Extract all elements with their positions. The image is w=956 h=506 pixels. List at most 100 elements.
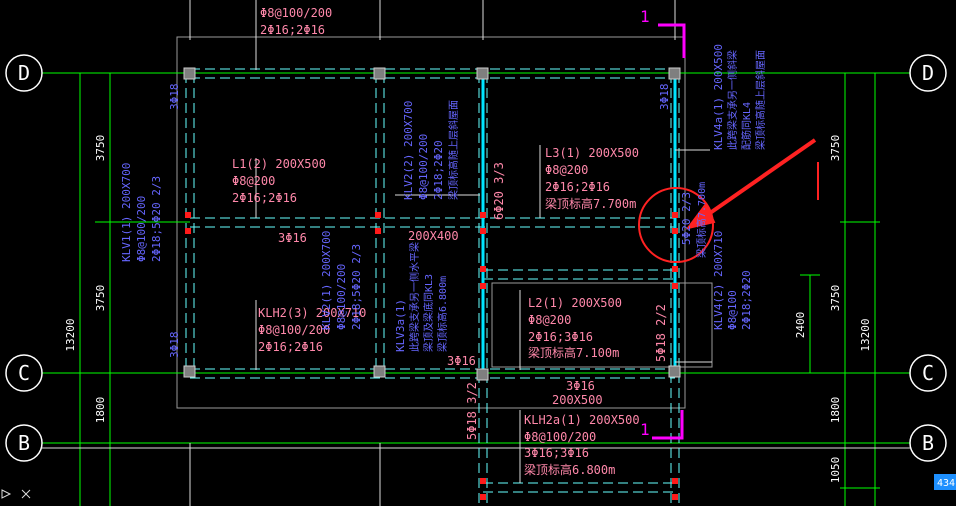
beam-label: KLV4(2) 200X710 bbox=[712, 231, 725, 330]
axis-label: D bbox=[922, 61, 934, 85]
pink-labels: Φ8@100/200 2Φ16;2Φ16 L1(2) 200X500 Φ8@20… bbox=[232, 6, 640, 477]
beam-label: KLV1(1) 200X700 bbox=[120, 163, 133, 262]
column-c2 bbox=[373, 365, 386, 378]
support-markers bbox=[185, 212, 678, 500]
beam-label: 3Φ16 bbox=[566, 379, 595, 393]
marker bbox=[672, 228, 678, 234]
beam-label: 梁顶标高随上层斜屋面 bbox=[447, 100, 460, 200]
beam-label: 梁顶标高6.800m bbox=[436, 276, 449, 352]
marker bbox=[672, 478, 678, 484]
column-d3 bbox=[476, 67, 489, 80]
beam-label: Φ8@200 bbox=[545, 163, 588, 177]
leader-lines bbox=[255, 0, 712, 483]
beam-label: Φ8@100 bbox=[726, 290, 739, 330]
dim-text: 2400 bbox=[794, 312, 807, 339]
blue-rotated-labels: KLV1(1) 200X700 Φ8@100/200 2Φ18;5Φ20 2/3… bbox=[120, 44, 767, 358]
beam-label: 5Φ20 2/3 bbox=[680, 192, 693, 245]
axis-label: C bbox=[922, 361, 934, 385]
marker bbox=[672, 266, 678, 272]
beam-label: 3Φ18 bbox=[168, 84, 181, 111]
beam-label: 3Φ16 bbox=[447, 354, 476, 368]
highlight-circle bbox=[638, 187, 714, 263]
beam-label: 2Φ18;5Φ20 2/3 bbox=[350, 244, 363, 330]
beam-label: 3Φ18 bbox=[168, 332, 181, 359]
dim-text: 13200 bbox=[859, 318, 872, 351]
axis-label: B bbox=[922, 431, 934, 455]
beam-label: 200X500 bbox=[552, 393, 603, 407]
beams bbox=[185, 68, 680, 506]
axis-bubble-d-right bbox=[909, 54, 947, 92]
axis-bubble-b-right bbox=[909, 424, 947, 462]
stair-outline bbox=[491, 282, 713, 368]
ucs-arrow-icon bbox=[1, 489, 12, 499]
column-c3 bbox=[476, 368, 489, 381]
beam-label: Φ8@200 bbox=[232, 174, 275, 188]
column-d4 bbox=[668, 67, 681, 80]
columns bbox=[183, 67, 681, 381]
section-mark-top bbox=[658, 23, 686, 58]
beam-label: 此跨梁支承另一侧斜梁 bbox=[726, 50, 739, 150]
beam-label: KLH2a(1) 200X500 bbox=[524, 413, 640, 427]
marker bbox=[672, 212, 678, 218]
beam-label: 梁顶标高7.700m bbox=[545, 196, 636, 211]
section-numbers: 1 1 bbox=[640, 7, 650, 439]
marker bbox=[375, 228, 381, 234]
axis-lines bbox=[40, 0, 912, 506]
beam-label: 3Φ16 bbox=[278, 231, 307, 245]
beam-label: 3Φ18 bbox=[658, 84, 671, 111]
beam-label: 此跨梁支承另一侧水平梁 bbox=[408, 242, 421, 352]
beam-label: 3Φ16;3Φ16 bbox=[524, 446, 589, 460]
beam-label: L3(1) 200X500 bbox=[545, 146, 639, 160]
beam-label: 5Φ18 3/2 bbox=[465, 382, 479, 440]
dim-text: 1800 bbox=[829, 397, 842, 424]
beam-label: 梁顶及梁底同KL3 bbox=[422, 274, 435, 352]
beam-label: 5Φ18 2/2 bbox=[654, 304, 668, 362]
dim-text: 13200 bbox=[64, 318, 77, 351]
beam-label: Φ8@100/200 bbox=[258, 323, 330, 337]
beam-label: 梁顶标高7.100m bbox=[528, 345, 619, 360]
beam-centerlines bbox=[481, 78, 677, 373]
beam-label: 2Φ16;2Φ16 bbox=[232, 191, 297, 205]
beam-label: 2Φ18;2Φ20 bbox=[740, 270, 753, 330]
marker bbox=[375, 212, 381, 218]
axis-bubble-c-right bbox=[909, 354, 947, 392]
status-box[interactable] bbox=[934, 474, 956, 490]
axis-label: B bbox=[18, 431, 30, 455]
beam-label: 2Φ18;2Φ20 bbox=[432, 140, 445, 200]
beam-label: KLV3a(1) bbox=[394, 299, 407, 352]
beam-label: 梁顶标高7.700m bbox=[695, 182, 708, 258]
beam-label: 2Φ16;2Φ16 bbox=[258, 340, 323, 354]
section-mark-bottom bbox=[652, 410, 684, 440]
dim-text: 1800 bbox=[94, 397, 107, 424]
marker bbox=[480, 478, 486, 484]
dimension-texts: 3750 3750 13200 1800 3750 3750 13200 180… bbox=[64, 135, 872, 484]
axis-label: C bbox=[18, 361, 30, 385]
beam-label: L2(1) 200X500 bbox=[528, 296, 622, 310]
beam-label: 配筋同KL4 bbox=[740, 102, 753, 150]
status-box-text: 434 bbox=[937, 478, 955, 489]
axis-bubble-c-left bbox=[5, 354, 43, 392]
marker bbox=[672, 494, 678, 500]
beam-label: 6Φ20 3/3 bbox=[492, 162, 506, 220]
beam-label: KLV4a(1) 200X500 bbox=[712, 44, 725, 150]
beam-label: Φ8@100/200 bbox=[524, 430, 596, 444]
axis-label: D bbox=[18, 61, 30, 85]
dim-text: 3750 bbox=[829, 285, 842, 312]
beam-label: 梁顶标高随上层斜屋面 bbox=[754, 50, 767, 150]
dim-text: 3750 bbox=[94, 285, 107, 312]
grid-lines bbox=[40, 72, 912, 506]
beam-label: 200X400 bbox=[408, 229, 459, 243]
beam-label: L1(2) 200X500 bbox=[232, 157, 326, 171]
column-d1 bbox=[183, 67, 196, 80]
beam-label: Φ8@200 bbox=[528, 313, 571, 327]
beam-label: 2Φ16;2Φ16 bbox=[260, 23, 325, 37]
ucs-icon bbox=[1, 489, 31, 499]
beam-label: KLV2(2) 200X700 bbox=[402, 101, 415, 200]
marker bbox=[480, 494, 486, 500]
beam-label: Φ8@100/200 bbox=[260, 6, 332, 20]
arrow-shaft bbox=[698, 138, 817, 222]
marker bbox=[480, 228, 486, 234]
axis-bubbles bbox=[5, 54, 947, 462]
marker bbox=[672, 283, 678, 289]
